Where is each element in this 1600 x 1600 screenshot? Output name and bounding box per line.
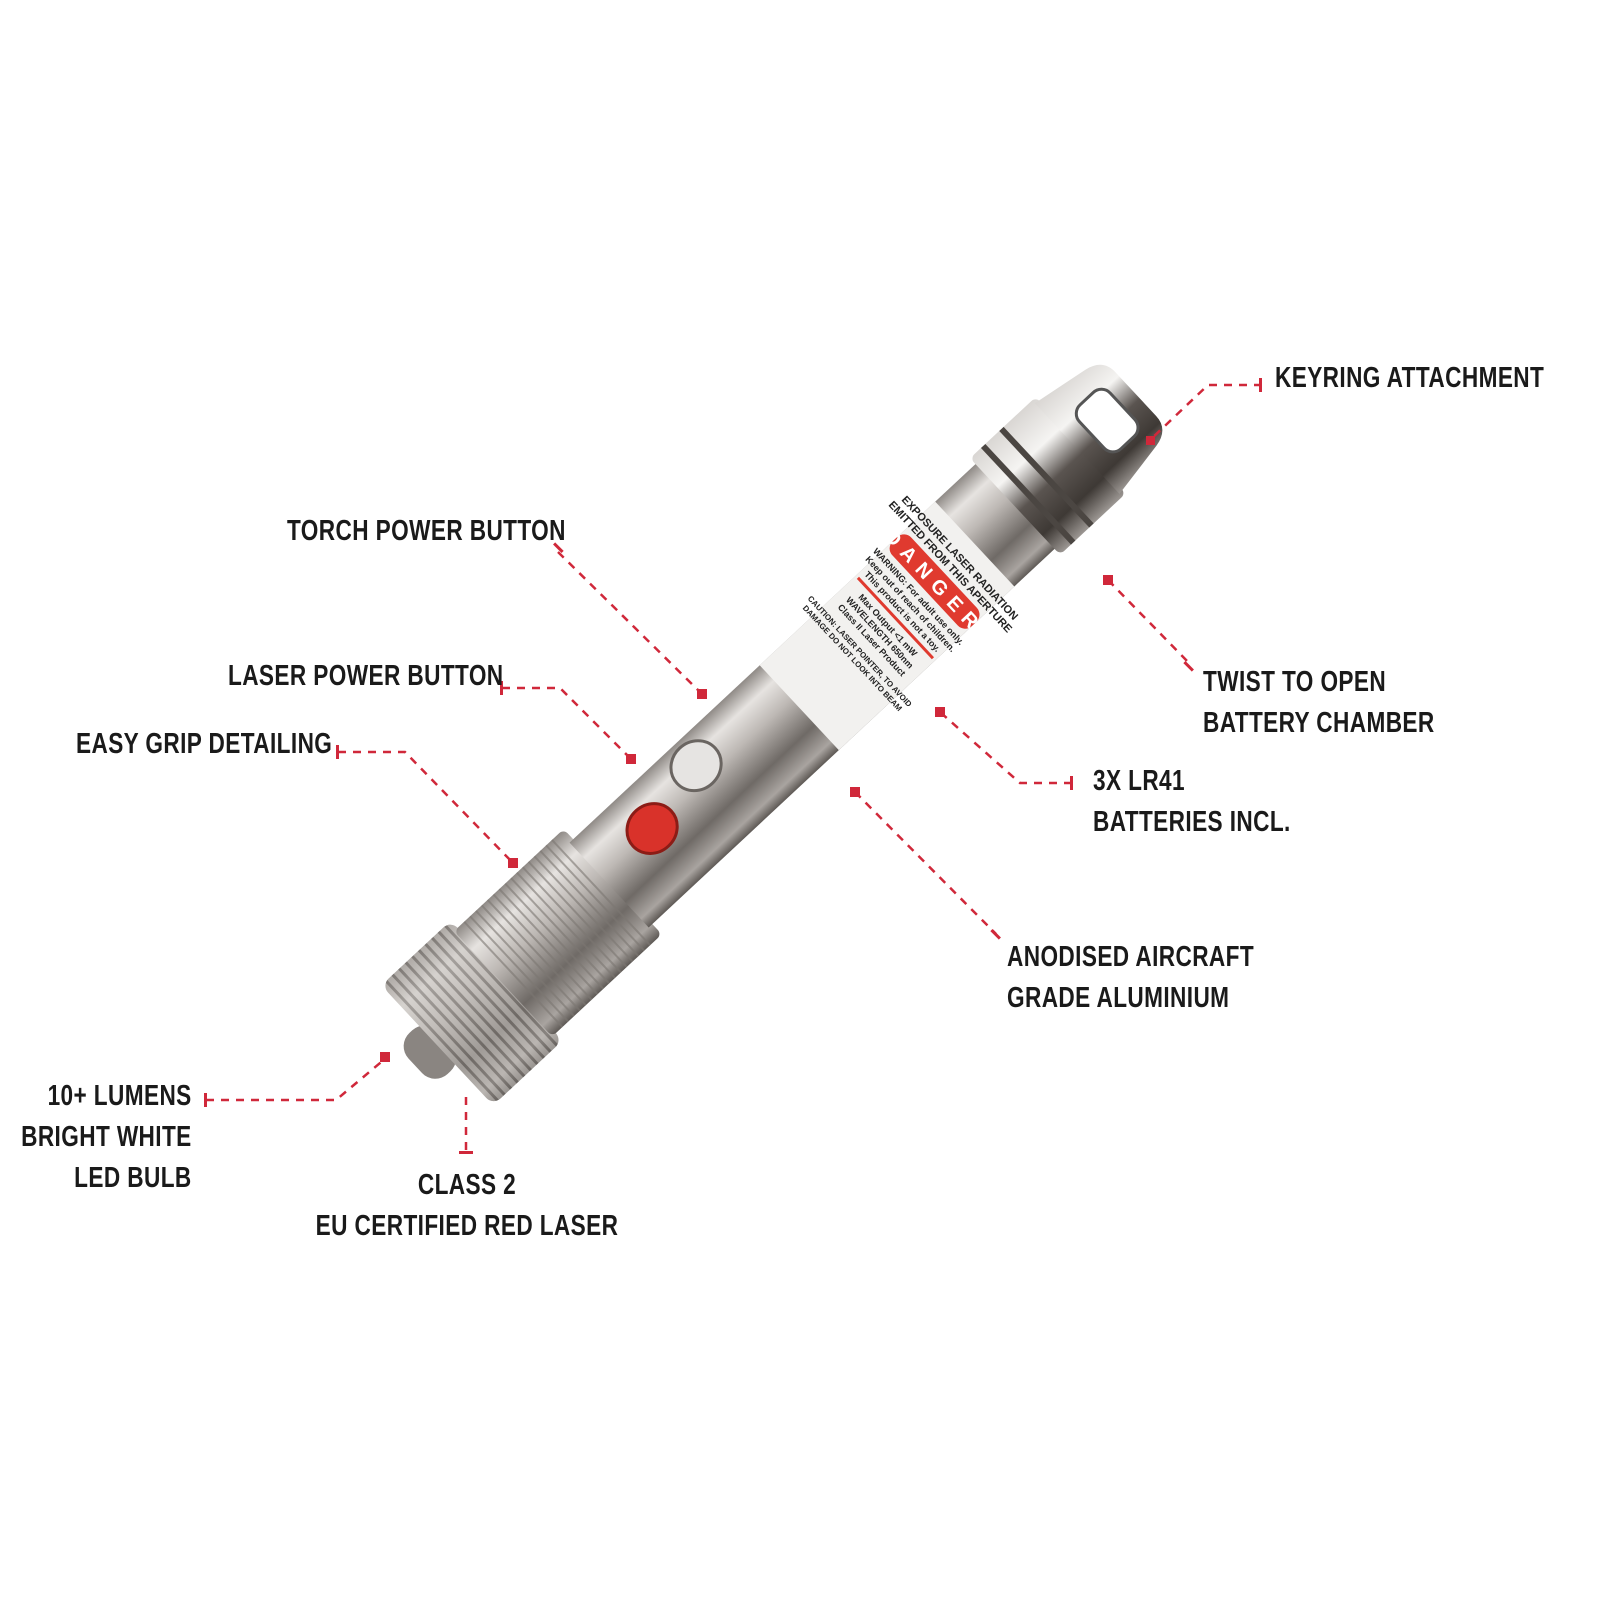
leader-aluminium bbox=[854, 791, 997, 935]
callout-keyring-attachment: KEYRING ATTACHMENT bbox=[1275, 362, 1545, 394]
torch-power-button bbox=[669, 739, 723, 793]
laser-power-button bbox=[625, 802, 679, 855]
leader-twist bbox=[1107, 579, 1191, 665]
callout-torch-power-button: TORCH POWER BUTTON bbox=[287, 515, 566, 547]
leader-lumens bbox=[206, 1057, 387, 1102]
leader-lines bbox=[206, 383, 1262, 1152]
callout-easy-grip: EASY GRIP DETAILING bbox=[76, 728, 333, 760]
leader-batteries bbox=[939, 711, 1072, 785]
callout-laser-power-button: LASER POWER BUTTON bbox=[228, 660, 504, 692]
leader-grip bbox=[338, 750, 515, 865]
leader-laser-button bbox=[502, 686, 633, 761]
leader-keyring bbox=[1149, 383, 1262, 441]
keyring-hole bbox=[1074, 387, 1140, 454]
leader-endpoints bbox=[204, 378, 1262, 1154]
warning-label: EXPOSURE LASER RADIATION EMITTED FROM TH… bbox=[759, 494, 1020, 751]
leader-torch-button bbox=[557, 551, 703, 695]
